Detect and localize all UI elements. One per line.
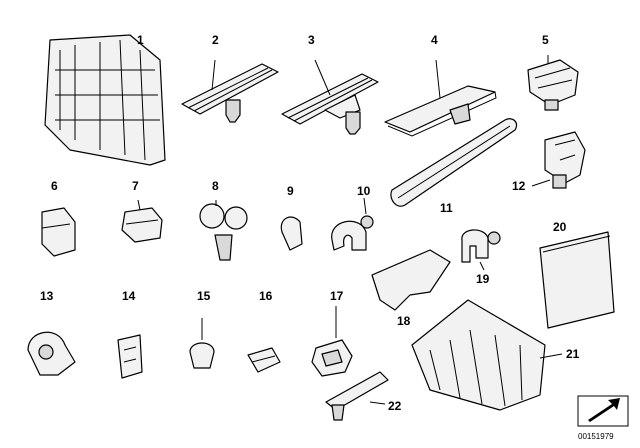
label-8: 8 [212,179,219,193]
part-21-large-bracket [411,299,563,411]
label-11: 11 [440,201,453,215]
part-13-clip [27,331,76,376]
label-12: 12 [512,179,526,193]
part-1-bracket [44,34,166,166]
label-22: 22 [388,399,402,413]
label-1: 1 [137,33,144,47]
part-5-clip [527,55,579,111]
part-10-clamp [331,197,374,251]
label-5: 5 [542,33,549,47]
label-16: 16 [259,289,273,303]
part-8-double-clip [199,200,248,261]
part-6-clip [41,207,76,257]
part-22-strap [325,371,389,421]
label-18: 18 [397,314,411,328]
document-id: 00151979 [578,432,614,441]
part-14-holder [117,334,143,379]
label-14: 14 [122,289,136,303]
part-20-pad [539,231,615,329]
label-6: 6 [51,179,58,193]
label-9: 9 [287,184,294,198]
part-16-plug [247,347,281,373]
label-3: 3 [308,33,315,47]
part-15-grommet [189,318,215,369]
part-19-clamp [461,229,501,271]
part-18-cover [371,249,451,311]
part-11-tube [390,118,518,207]
label-20: 20 [553,220,567,234]
part-9-cap [280,216,303,251]
part-2-cable-channel [181,59,279,123]
label-17: 17 [330,289,344,303]
part-17-clip [311,306,353,377]
label-19: 19 [476,272,490,286]
part-4-flat-channel [384,59,497,137]
label-15: 15 [197,289,211,303]
arrow-icon [577,395,629,427]
part-12-hook-clip [531,131,586,189]
label-2: 2 [212,33,219,47]
part-7-clip [121,199,163,243]
label-13: 13 [40,289,54,303]
label-10: 10 [357,184,371,198]
label-21: 21 [566,347,580,361]
label-7: 7 [132,179,139,193]
part-3-cable-channel [281,59,379,135]
label-4: 4 [431,33,438,47]
